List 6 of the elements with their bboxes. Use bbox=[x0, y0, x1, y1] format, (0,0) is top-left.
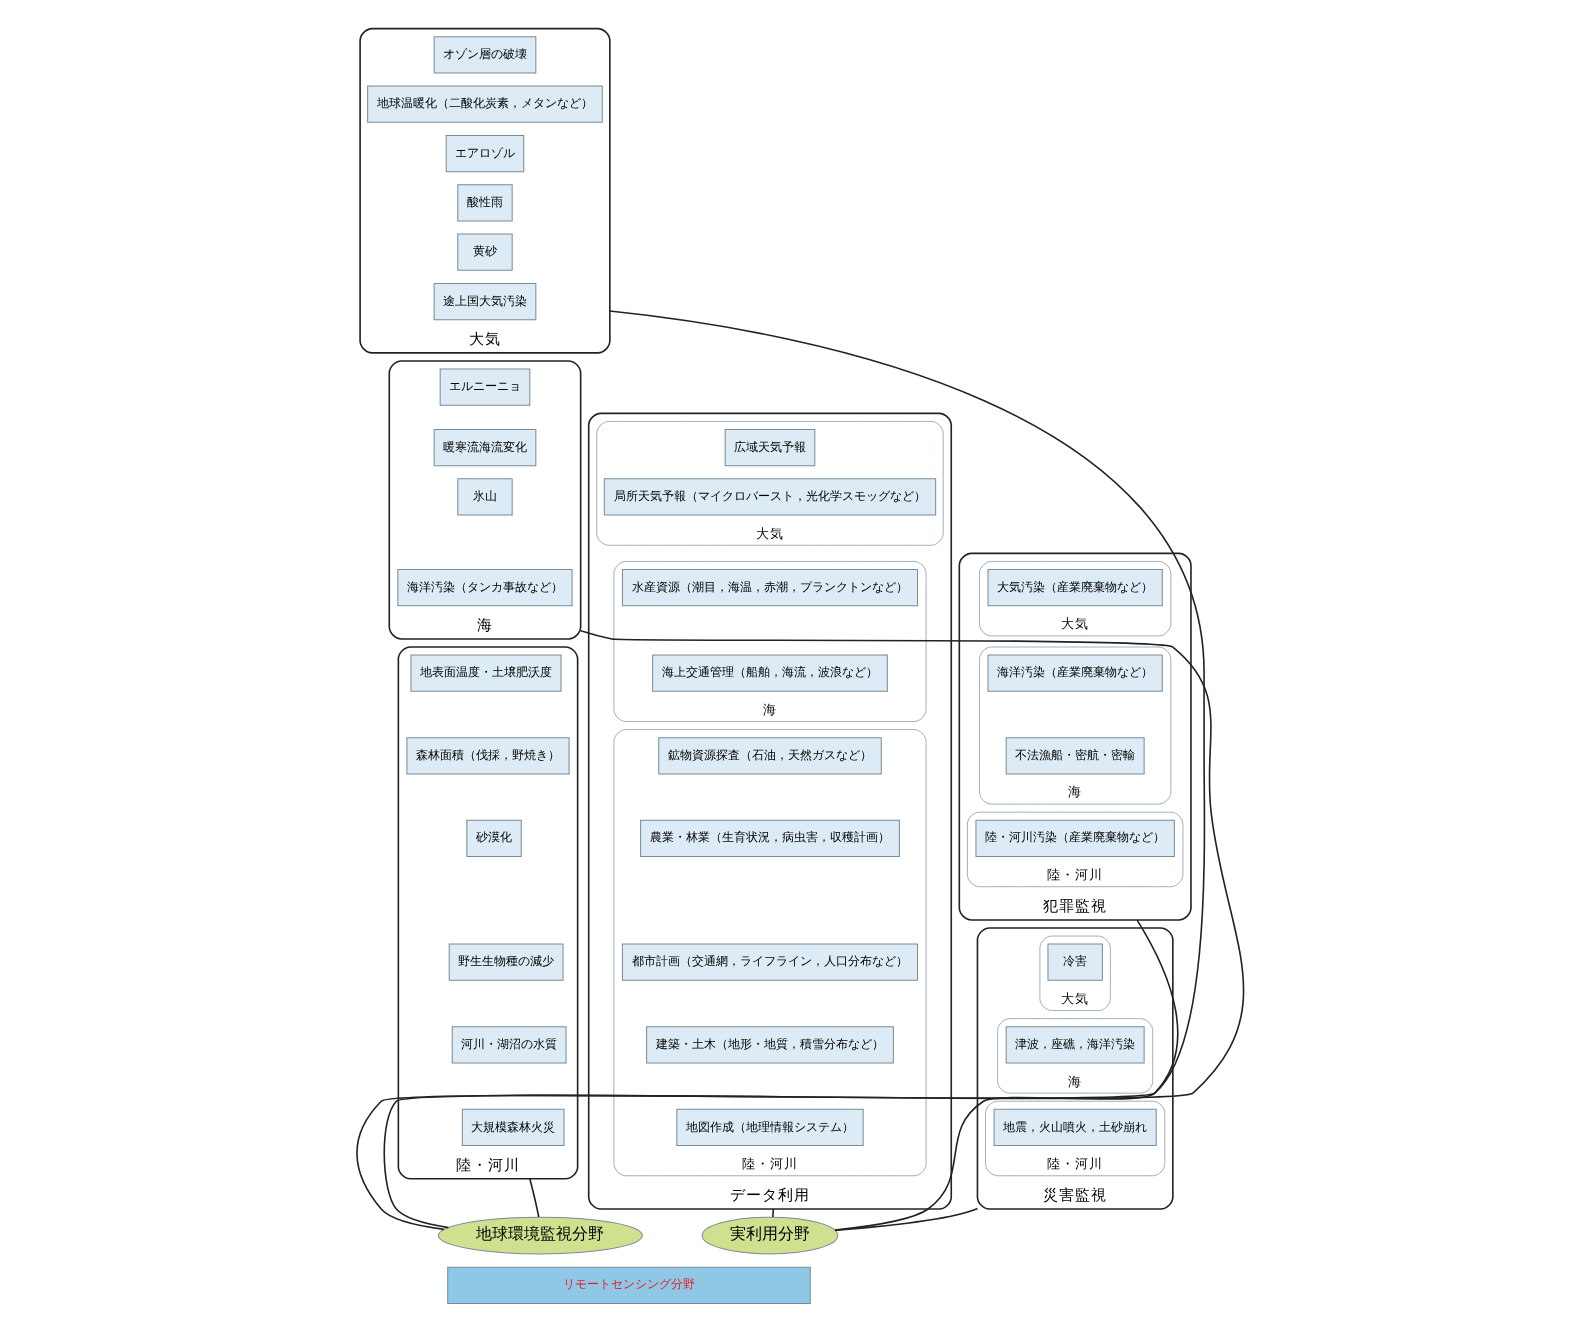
connector bbox=[528, 1177, 539, 1218]
connector bbox=[382, 629, 1244, 1229]
connector bbox=[771, 1208, 774, 1218]
connector bbox=[355, 310, 1205, 1231]
connector bbox=[833, 1207, 978, 1232]
connector bbox=[833, 919, 1178, 1231]
